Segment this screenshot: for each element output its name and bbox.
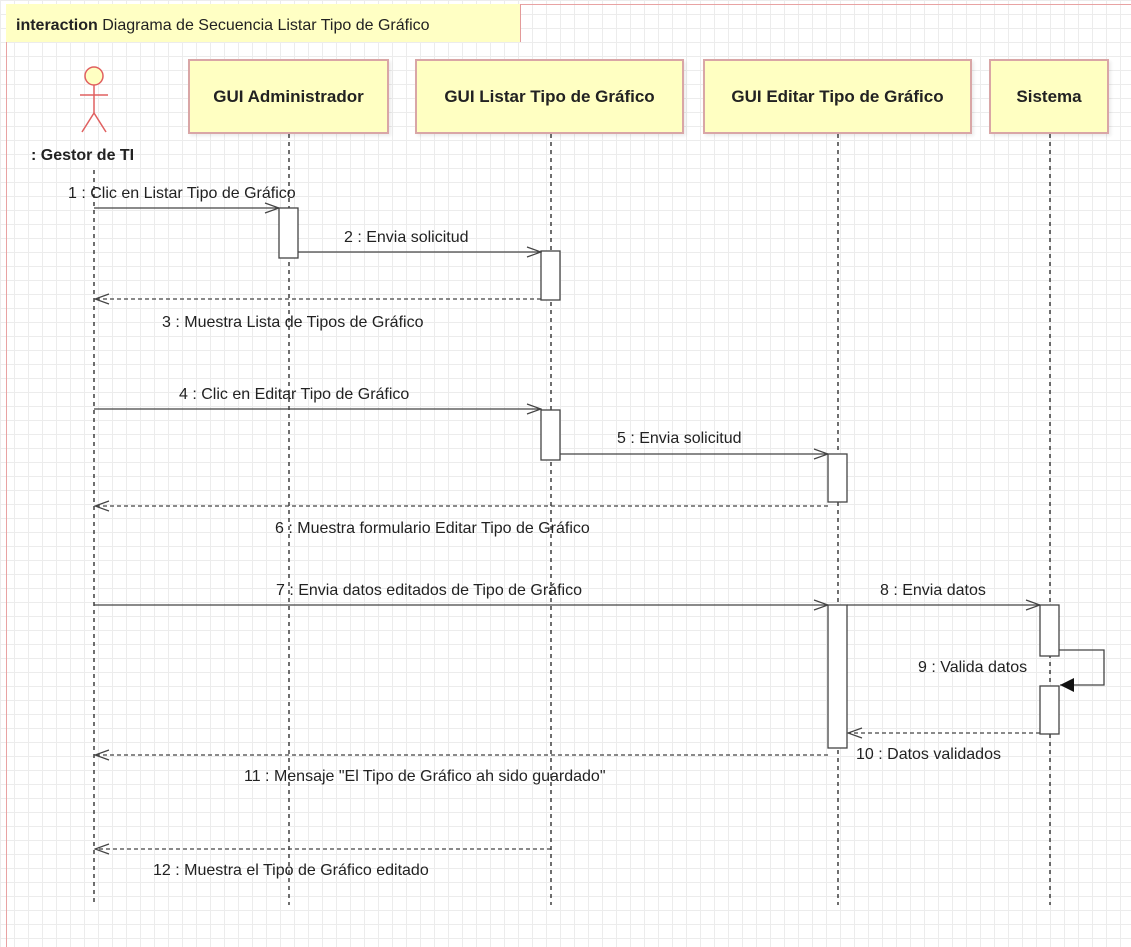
frame-keyword: interaction (16, 17, 98, 34)
message-label-9: 9 : Valida datos (918, 659, 1028, 676)
lifeline-gui-listar-tipo-grafico[interactable]: GUI Listar Tipo de Gráfico (415, 59, 684, 134)
message-label-2: 2 : Envia solicitud (344, 229, 469, 246)
activation-gui-editar-1 (827, 453, 848, 503)
frame-title: interaction Diagrama de Secuencia Listar… (16, 17, 430, 35)
message-label-6: 6 : Muestra formulario Editar Tipo de Gr… (275, 520, 590, 537)
lifeline-sistema[interactable]: Sistema (989, 59, 1109, 134)
activation-gui-listar-2 (540, 409, 561, 461)
message-label-3: 3 : Muestra Lista de Tipos de Gráfico (162, 314, 424, 331)
activation-sistema-1 (1039, 604, 1060, 657)
message-label-5: 5 : Envia solicitud (617, 430, 742, 447)
lifeline-gui-editar-tipo-grafico[interactable]: GUI Editar Tipo de Gráfico (703, 59, 972, 134)
message-label-12: 12 : Muestra el Tipo de Gráfico editado (153, 862, 429, 879)
activation-gui-editar-2 (827, 604, 848, 749)
message-label-8: 8 : Envia datos (880, 582, 986, 599)
message-label-1: 1 : Clic en Listar Tipo de Gráfico (68, 185, 296, 202)
message-label-4: 4 : Clic en Editar Tipo de Gráfico (179, 386, 410, 403)
lifeline-gui-administrador[interactable]: GUI Administrador (188, 59, 389, 134)
interaction-frame (6, 4, 1131, 947)
frame-tag: interaction Diagrama de Secuencia Listar… (6, 4, 521, 42)
frame-title-text: Diagrama de Secuencia Listar Tipo de Grá… (102, 17, 430, 34)
activation-sistema-2 (1039, 685, 1060, 735)
message-arrow-9 (1059, 649, 1105, 692)
activation-gui-listar-1 (540, 250, 561, 301)
message-label-7: 7 : Envia datos editados de Tipo de Gráf… (276, 582, 582, 599)
message-label-10: 10 : Datos validados (856, 746, 1001, 763)
actor-label: : Gestor de TI (31, 147, 135, 164)
stick-figure-icon (80, 66, 108, 133)
activation-gui-administrador (278, 207, 299, 259)
message-label-11: 11 : Mensaje "El Tipo de Gráfico ah sido… (244, 768, 606, 785)
